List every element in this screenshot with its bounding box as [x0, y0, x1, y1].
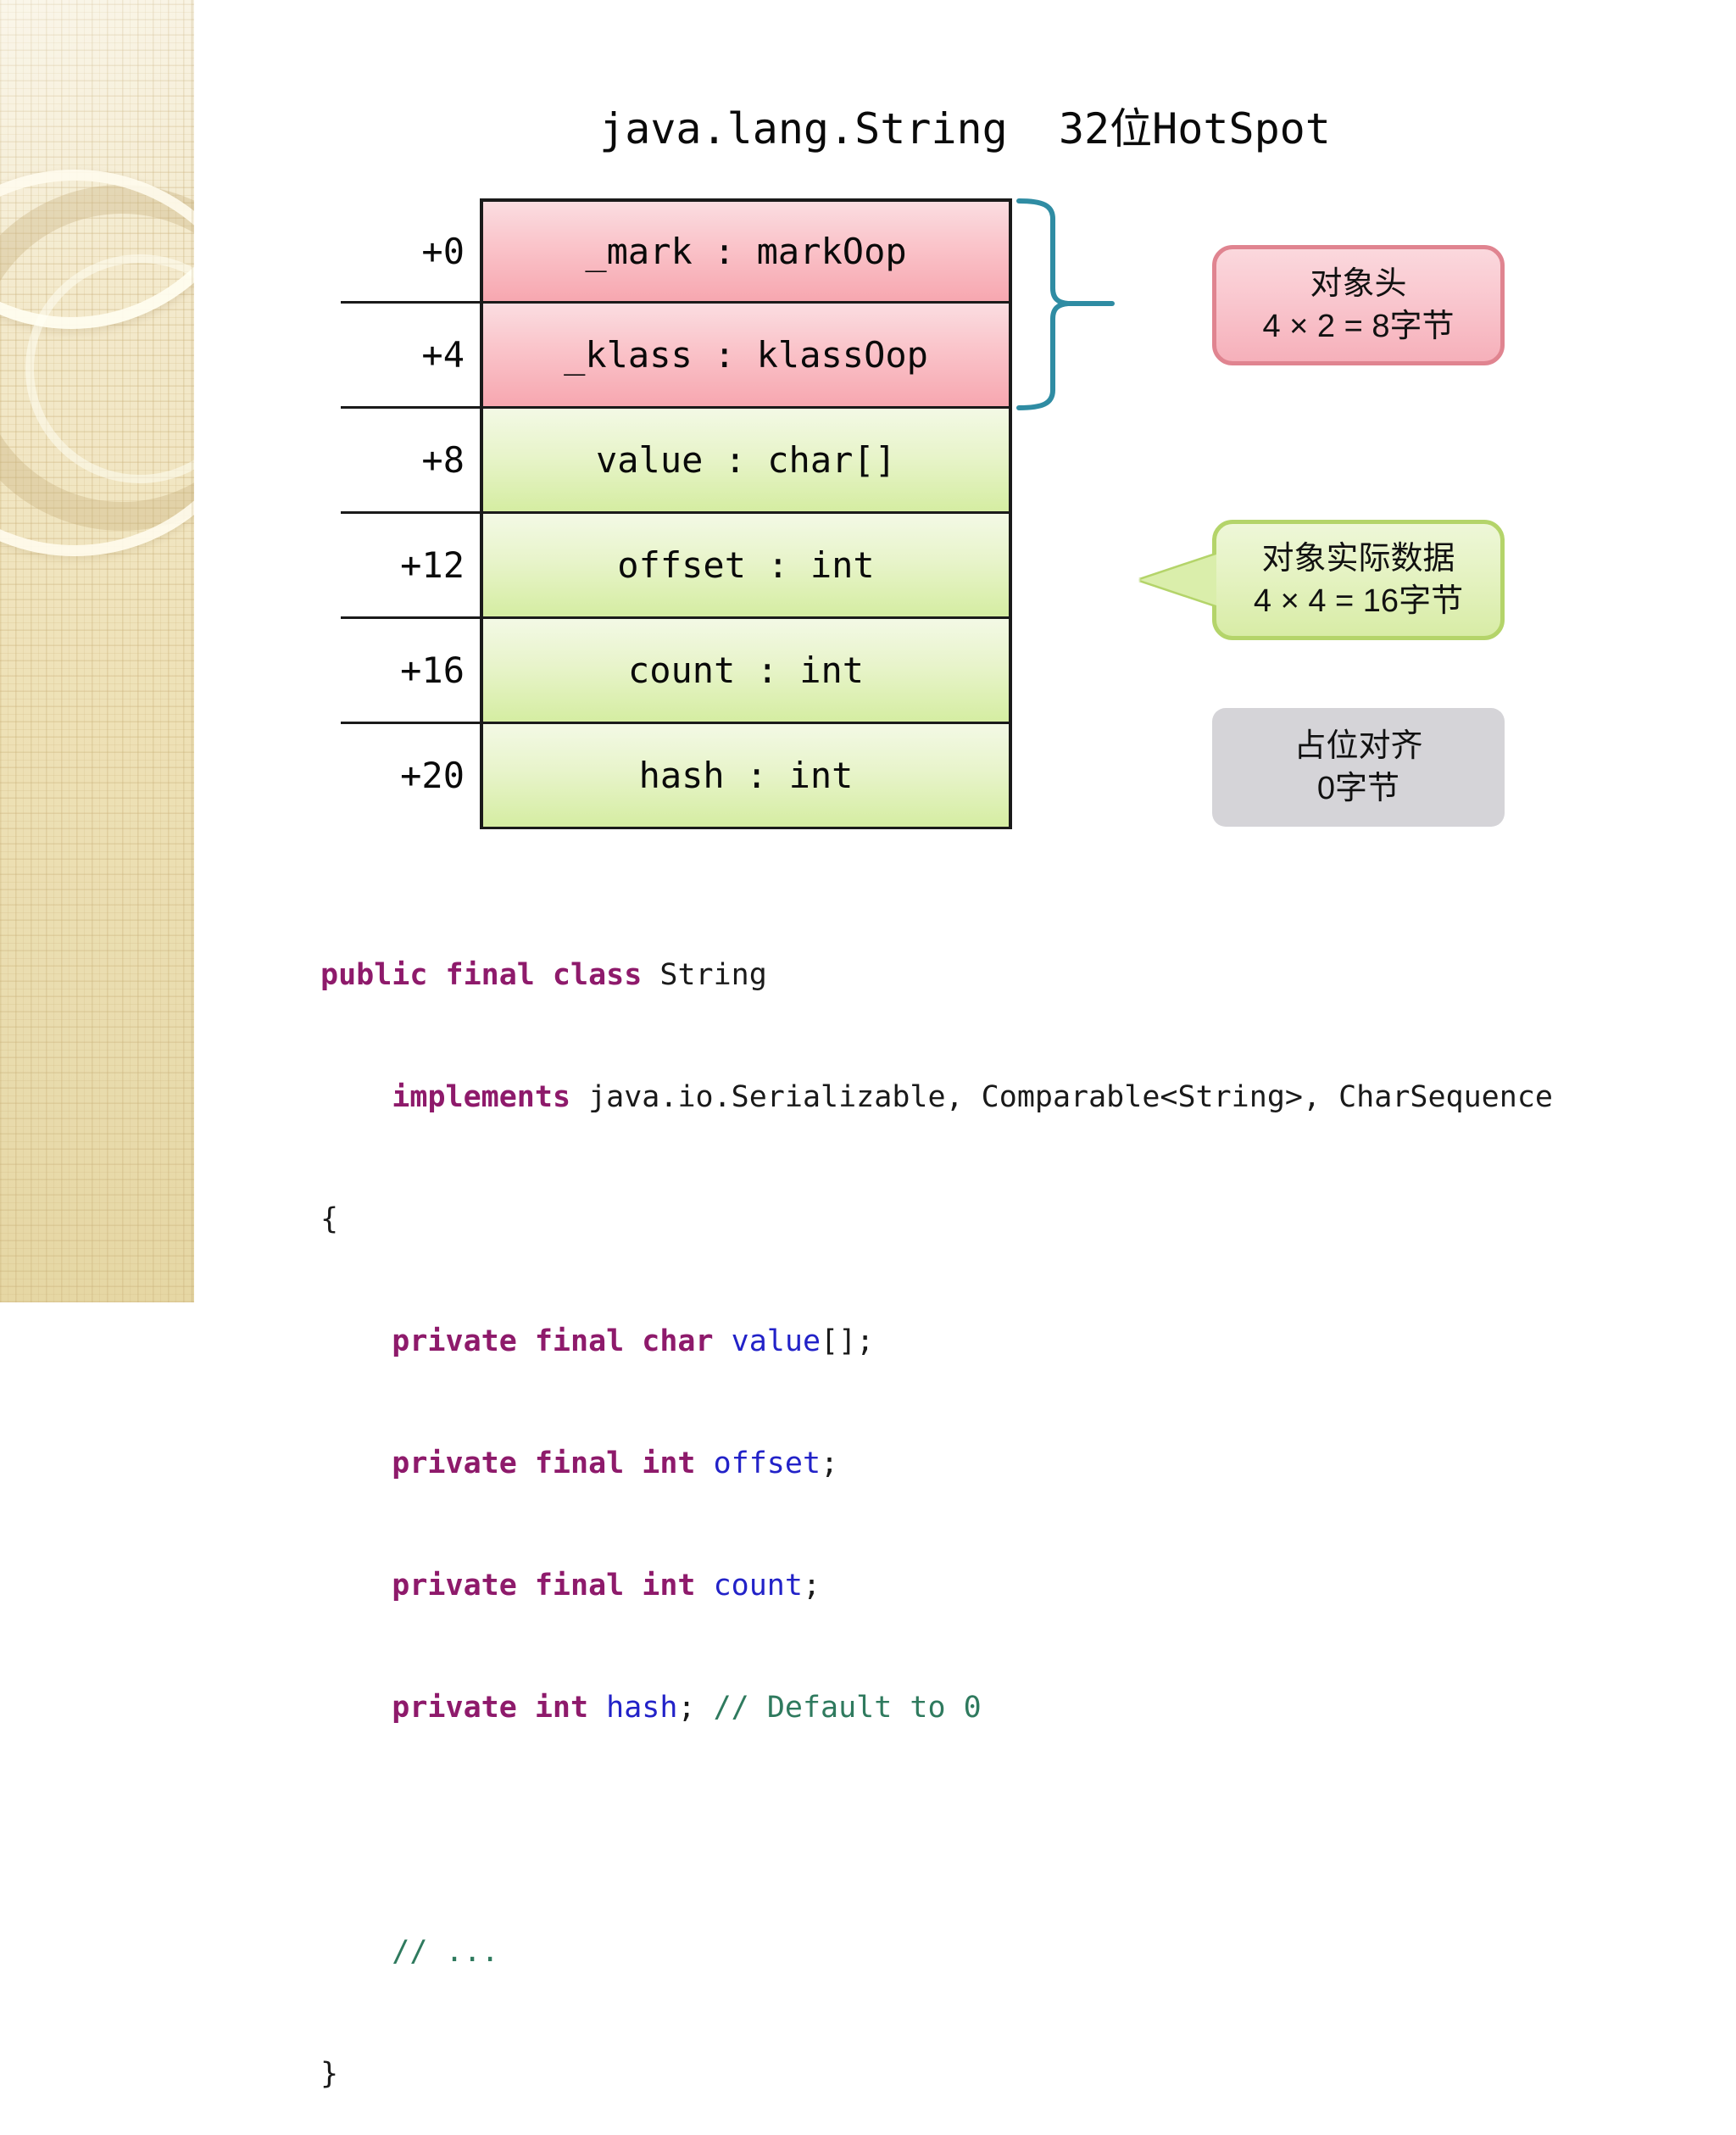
table-row: +16 count : int: [341, 619, 1012, 724]
row-field-label: offset : int: [617, 544, 875, 586]
row-offset-label: +20: [400, 755, 465, 796]
code-punctuation: ;: [802, 1569, 821, 1603]
code-indent: [320, 1080, 392, 1114]
row-field-label: value : char[]: [595, 439, 896, 481]
code-identifier: offset: [713, 1447, 821, 1480]
code-keyword: public final class: [320, 958, 660, 992]
code-keyword: implements: [392, 1080, 589, 1114]
code-comment: // Default to 0: [713, 1691, 982, 1725]
code-line: private int hash; // Default to 0: [320, 1687, 1553, 1728]
code-identifier: count: [713, 1569, 803, 1603]
memory-layout-table: +0 _mark : markOop +4 _klass : klassOop …: [341, 198, 1012, 829]
code-line: private final int count;: [320, 1565, 1553, 1606]
row-offset-label: +8: [421, 439, 465, 481]
code-keyword: private final int: [320, 1447, 714, 1480]
row-offset-label: +16: [400, 649, 465, 691]
code-line: // ...: [320, 1932, 1553, 1972]
callout-object-header: 对象头 4 × 2 = 8字节: [1212, 245, 1505, 365]
row-field-label: count : int: [627, 649, 865, 691]
code-punctuation: [];: [821, 1324, 875, 1358]
callout-line-2: 4 × 2 = 8字节: [1262, 309, 1455, 344]
code-punctuation: ;: [821, 1447, 839, 1480]
code-keyword: private final int: [320, 1569, 714, 1603]
table-row: +20 hash : int: [400, 724, 1012, 829]
callout-line-2: 4 × 4 = 16字节: [1253, 583, 1464, 619]
callout-line-1: 占位对齐: [1294, 727, 1423, 764]
decorative-sidebar: [0, 0, 194, 1302]
table-row: +12 offset : int: [341, 514, 1012, 619]
offset-tick: [341, 511, 487, 514]
curly-brace-icon: [1016, 198, 1115, 410]
code-identifier: hash: [606, 1691, 678, 1725]
callout-line-1: 对象实际数据: [1261, 540, 1455, 577]
java-source-code: public final class String implements jav…: [320, 873, 1553, 2135]
code-line: private final char value[];: [320, 1321, 1553, 1362]
table-row: +4 _klass : klassOop: [341, 304, 1012, 409]
sidebar-edge: [192, 0, 194, 1302]
row-field-label: _klass : klassOop: [564, 334, 928, 376]
code-line-blank: [320, 1809, 1553, 1850]
code-line: implements java.io.Serializable, Compara…: [320, 1077, 1553, 1118]
offset-tick: [341, 406, 487, 409]
callout-line-2: 0字节: [1316, 771, 1400, 806]
row-field-label: _mark : markOop: [585, 231, 907, 272]
row-offset-label: +12: [400, 544, 465, 586]
row-field-label: hash : int: [638, 755, 854, 796]
page-title: java.lang.String 32位HotSpot: [599, 104, 1331, 153]
code-line: {: [320, 1202, 339, 1236]
code-class-name: String: [659, 958, 767, 992]
code-keyword: private int: [320, 1691, 607, 1725]
row-offset-label: +4: [421, 334, 465, 376]
callout-padding-alignment: 占位对齐 0字节: [1212, 708, 1505, 827]
row-offset-label: +0: [421, 231, 465, 272]
code-punctuation: ;: [677, 1691, 714, 1725]
table-row: +0 _mark : markOop: [341, 198, 1012, 304]
code-line: public final class String: [320, 955, 1553, 995]
offset-tick: [341, 722, 487, 724]
offset-tick: [341, 301, 487, 304]
code-line: private final int offset;: [320, 1443, 1553, 1484]
table-row: +8 value : char[]: [341, 409, 1012, 514]
code-interfaces: java.io.Serializable, Comparable<String>…: [588, 1080, 1553, 1114]
code-line: }: [320, 2057, 339, 2091]
callout-pointer-icon: [1140, 555, 1216, 605]
callout-line-1: 对象头: [1310, 265, 1407, 302]
code-keyword: private final char: [320, 1324, 732, 1358]
code-comment: // ...: [320, 1935, 499, 1969]
callout-object-data: 对象实际数据 4 × 4 = 16字节: [1140, 520, 1505, 640]
decorative-ring-pale: [25, 254, 194, 483]
code-identifier: value: [731, 1324, 821, 1358]
offset-tick: [341, 616, 487, 619]
